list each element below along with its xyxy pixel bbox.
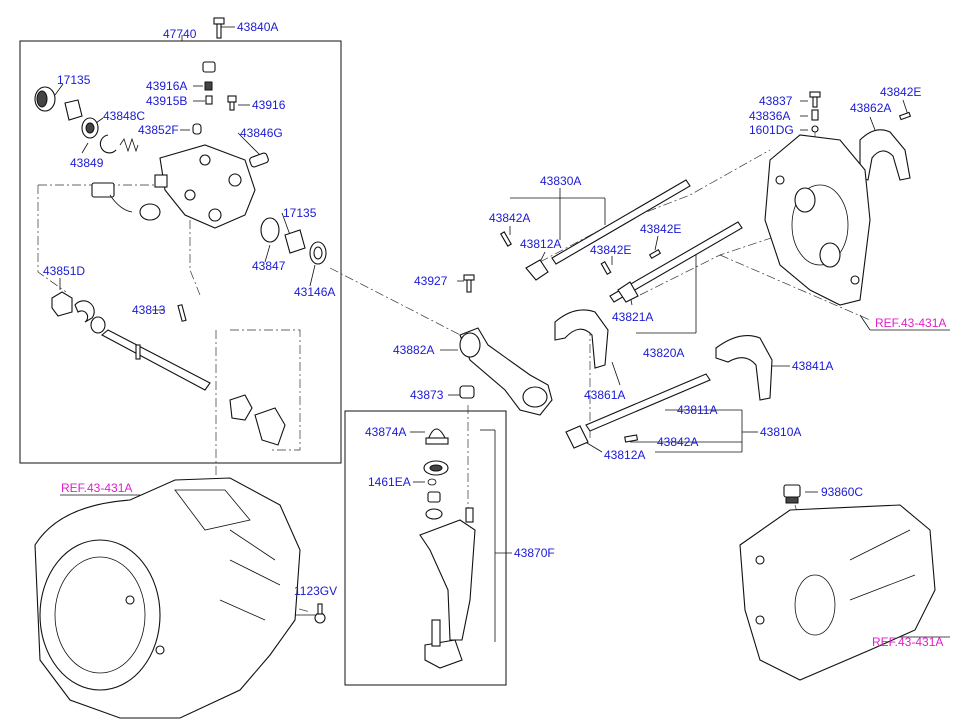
bushing-43849-icon[interactable] bbox=[64, 99, 117, 154]
lever-arm-43870f-icon[interactable] bbox=[419, 507, 476, 669]
label-17135-mid[interactable]: 17135 bbox=[283, 206, 317, 220]
shift-lug-icon[interactable] bbox=[229, 394, 286, 446]
extension-housing-icon[interactable] bbox=[739, 504, 936, 681]
label-43861a[interactable]: 43861A bbox=[584, 388, 625, 402]
ref-link-right-bottom[interactable]: REF.43-431A bbox=[872, 635, 943, 649]
label-43851d[interactable]: 43851D bbox=[43, 264, 85, 278]
bush-43873-icon[interactable] bbox=[459, 385, 475, 399]
shift-rail-43813-icon[interactable] bbox=[101, 329, 211, 391]
spring-43848c-icon[interactable] bbox=[119, 137, 139, 153]
label-43842e-top[interactable]: 43842E bbox=[880, 85, 921, 99]
shift-rail-43811a-icon[interactable] bbox=[565, 373, 711, 449]
shift-rail-43820a-icon[interactable] bbox=[600, 221, 743, 303]
label-1601dg[interactable]: 1601DG bbox=[749, 123, 794, 137]
label-43882a[interactable]: 43882A bbox=[393, 343, 434, 357]
label-43812a-bot[interactable]: 43812A bbox=[604, 448, 645, 462]
label-43916[interactable]: 43916 bbox=[252, 98, 286, 112]
sensor-connector-icon[interactable] bbox=[91, 182, 161, 221]
label-43848c[interactable]: 43848C bbox=[103, 109, 145, 123]
label-43927[interactable]: 43927 bbox=[414, 274, 448, 288]
lever-assembly-frame bbox=[344, 410, 507, 686]
label-43873[interactable]: 43873 bbox=[410, 388, 444, 402]
label-43870f[interactable]: 43870F bbox=[514, 546, 555, 560]
shift-fork-43862a-icon[interactable] bbox=[859, 111, 912, 181]
bolt-43837-icon[interactable] bbox=[809, 91, 821, 133]
label-43849[interactable]: 43849 bbox=[70, 156, 104, 170]
cover-assembly-frame bbox=[19, 40, 342, 464]
shift-cover-housing-icon[interactable] bbox=[154, 144, 269, 229]
bushing-43847-icon[interactable] bbox=[260, 217, 327, 265]
label-17135-top[interactable]: 17135 bbox=[57, 73, 91, 87]
label-43842e-mid[interactable]: 43842E bbox=[590, 243, 631, 257]
switch-93860c-icon[interactable] bbox=[783, 484, 801, 504]
label-43840a[interactable]: 43840A bbox=[237, 20, 278, 34]
label-43874a[interactable]: 43874A bbox=[365, 425, 406, 439]
bolt-1123gv-icon[interactable] bbox=[314, 603, 326, 624]
label-93860c[interactable]: 93860C bbox=[821, 485, 863, 499]
shift-block-43851d-icon[interactable] bbox=[51, 291, 187, 334]
seal-plug-icon[interactable] bbox=[34, 86, 56, 112]
label-43842e-right[interactable]: 43842E bbox=[640, 222, 681, 236]
label-43820a[interactable]: 43820A bbox=[643, 346, 684, 360]
shift-fork-43841a-icon[interactable] bbox=[715, 335, 773, 401]
ref-link-left[interactable]: REF.43-431A bbox=[61, 481, 132, 495]
label-43812a-top[interactable]: 43812A bbox=[520, 237, 561, 251]
label-43842a-bot[interactable]: 43842A bbox=[657, 435, 698, 449]
label-43837[interactable]: 43837 bbox=[759, 94, 793, 108]
label-43842a-top[interactable]: 43842A bbox=[489, 211, 530, 225]
label-47740[interactable]: 47740 bbox=[163, 27, 197, 41]
label-43836a[interactable]: 43836A bbox=[749, 109, 790, 123]
label-43916a[interactable]: 43916A bbox=[146, 79, 187, 93]
label-43830a[interactable]: 43830A bbox=[540, 174, 581, 188]
plug-43915b-icon[interactable] bbox=[192, 61, 237, 135]
label-43915b[interactable]: 43915B bbox=[146, 94, 187, 108]
label-43841a[interactable]: 43841A bbox=[792, 359, 833, 373]
shift-rail-43830a-icon[interactable] bbox=[500, 179, 691, 281]
bearing-icon[interactable] bbox=[423, 460, 449, 476]
label-43146a[interactable]: 43146A bbox=[294, 285, 335, 299]
label-43811a[interactable]: 43811A bbox=[677, 403, 717, 417]
part-labels: 47740 43840A 17135 43916A 43915B 43916 4… bbox=[43, 20, 946, 649]
bolt-43927-icon[interactable] bbox=[463, 274, 475, 293]
label-1123gv[interactable]: 1123GV bbox=[294, 584, 337, 598]
snap-ring-1461ea-icon[interactable] bbox=[427, 478, 437, 486]
label-43852f[interactable]: 43852F bbox=[138, 123, 179, 137]
shift-lever-43882a-icon[interactable] bbox=[459, 327, 553, 416]
label-43810a[interactable]: 43810A bbox=[760, 425, 801, 439]
label-43847[interactable]: 43847 bbox=[252, 259, 286, 273]
ref-link-right-mid[interactable]: REF.43-431A bbox=[875, 316, 946, 330]
label-43846g[interactable]: 43846G bbox=[240, 126, 283, 140]
label-1461ea[interactable]: 1461EA bbox=[368, 475, 411, 489]
bolt-43840a-icon[interactable] bbox=[213, 17, 225, 39]
washer-stack-icon[interactable] bbox=[425, 491, 443, 520]
transmission-case-left-icon[interactable] bbox=[34, 477, 301, 719]
shift-fork-43861a-icon[interactable] bbox=[554, 309, 609, 369]
boot-43874a-icon[interactable] bbox=[425, 428, 449, 445]
label-43813[interactable]: 43813 bbox=[132, 303, 166, 317]
label-43821a[interactable]: 43821A bbox=[612, 310, 653, 324]
rear-housing-icon[interactable] bbox=[764, 134, 871, 306]
label-43862a[interactable]: 43862A bbox=[850, 101, 891, 115]
